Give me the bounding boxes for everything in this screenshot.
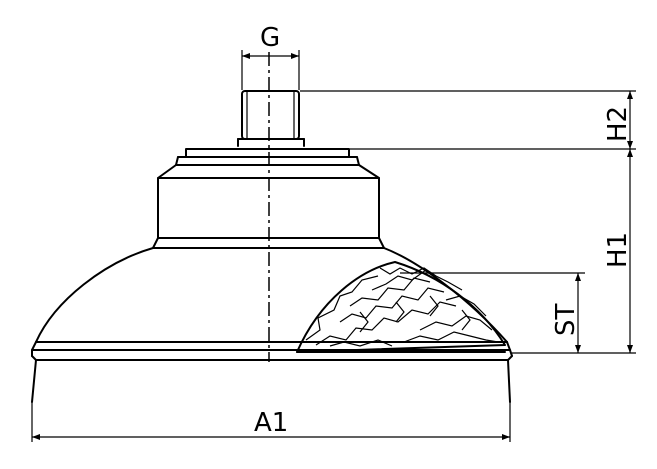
base-lip	[31, 355, 513, 403]
label-st: ST	[551, 303, 581, 336]
dimension-a1	[31, 402, 511, 442]
label-h2: H2	[603, 106, 633, 142]
section-cutaway	[296, 261, 506, 353]
threaded-stud	[237, 90, 305, 147]
dimension-h1	[627, 149, 633, 353]
dimension-g	[241, 50, 300, 90]
label-a1: A1	[254, 408, 288, 438]
label-g: G	[260, 23, 280, 53]
top-flange	[175, 148, 360, 166]
label-h1: H1	[603, 232, 633, 268]
extension-lines-right	[300, 90, 636, 354]
dimension-st	[575, 273, 581, 353]
dimension-h2	[627, 91, 633, 149]
